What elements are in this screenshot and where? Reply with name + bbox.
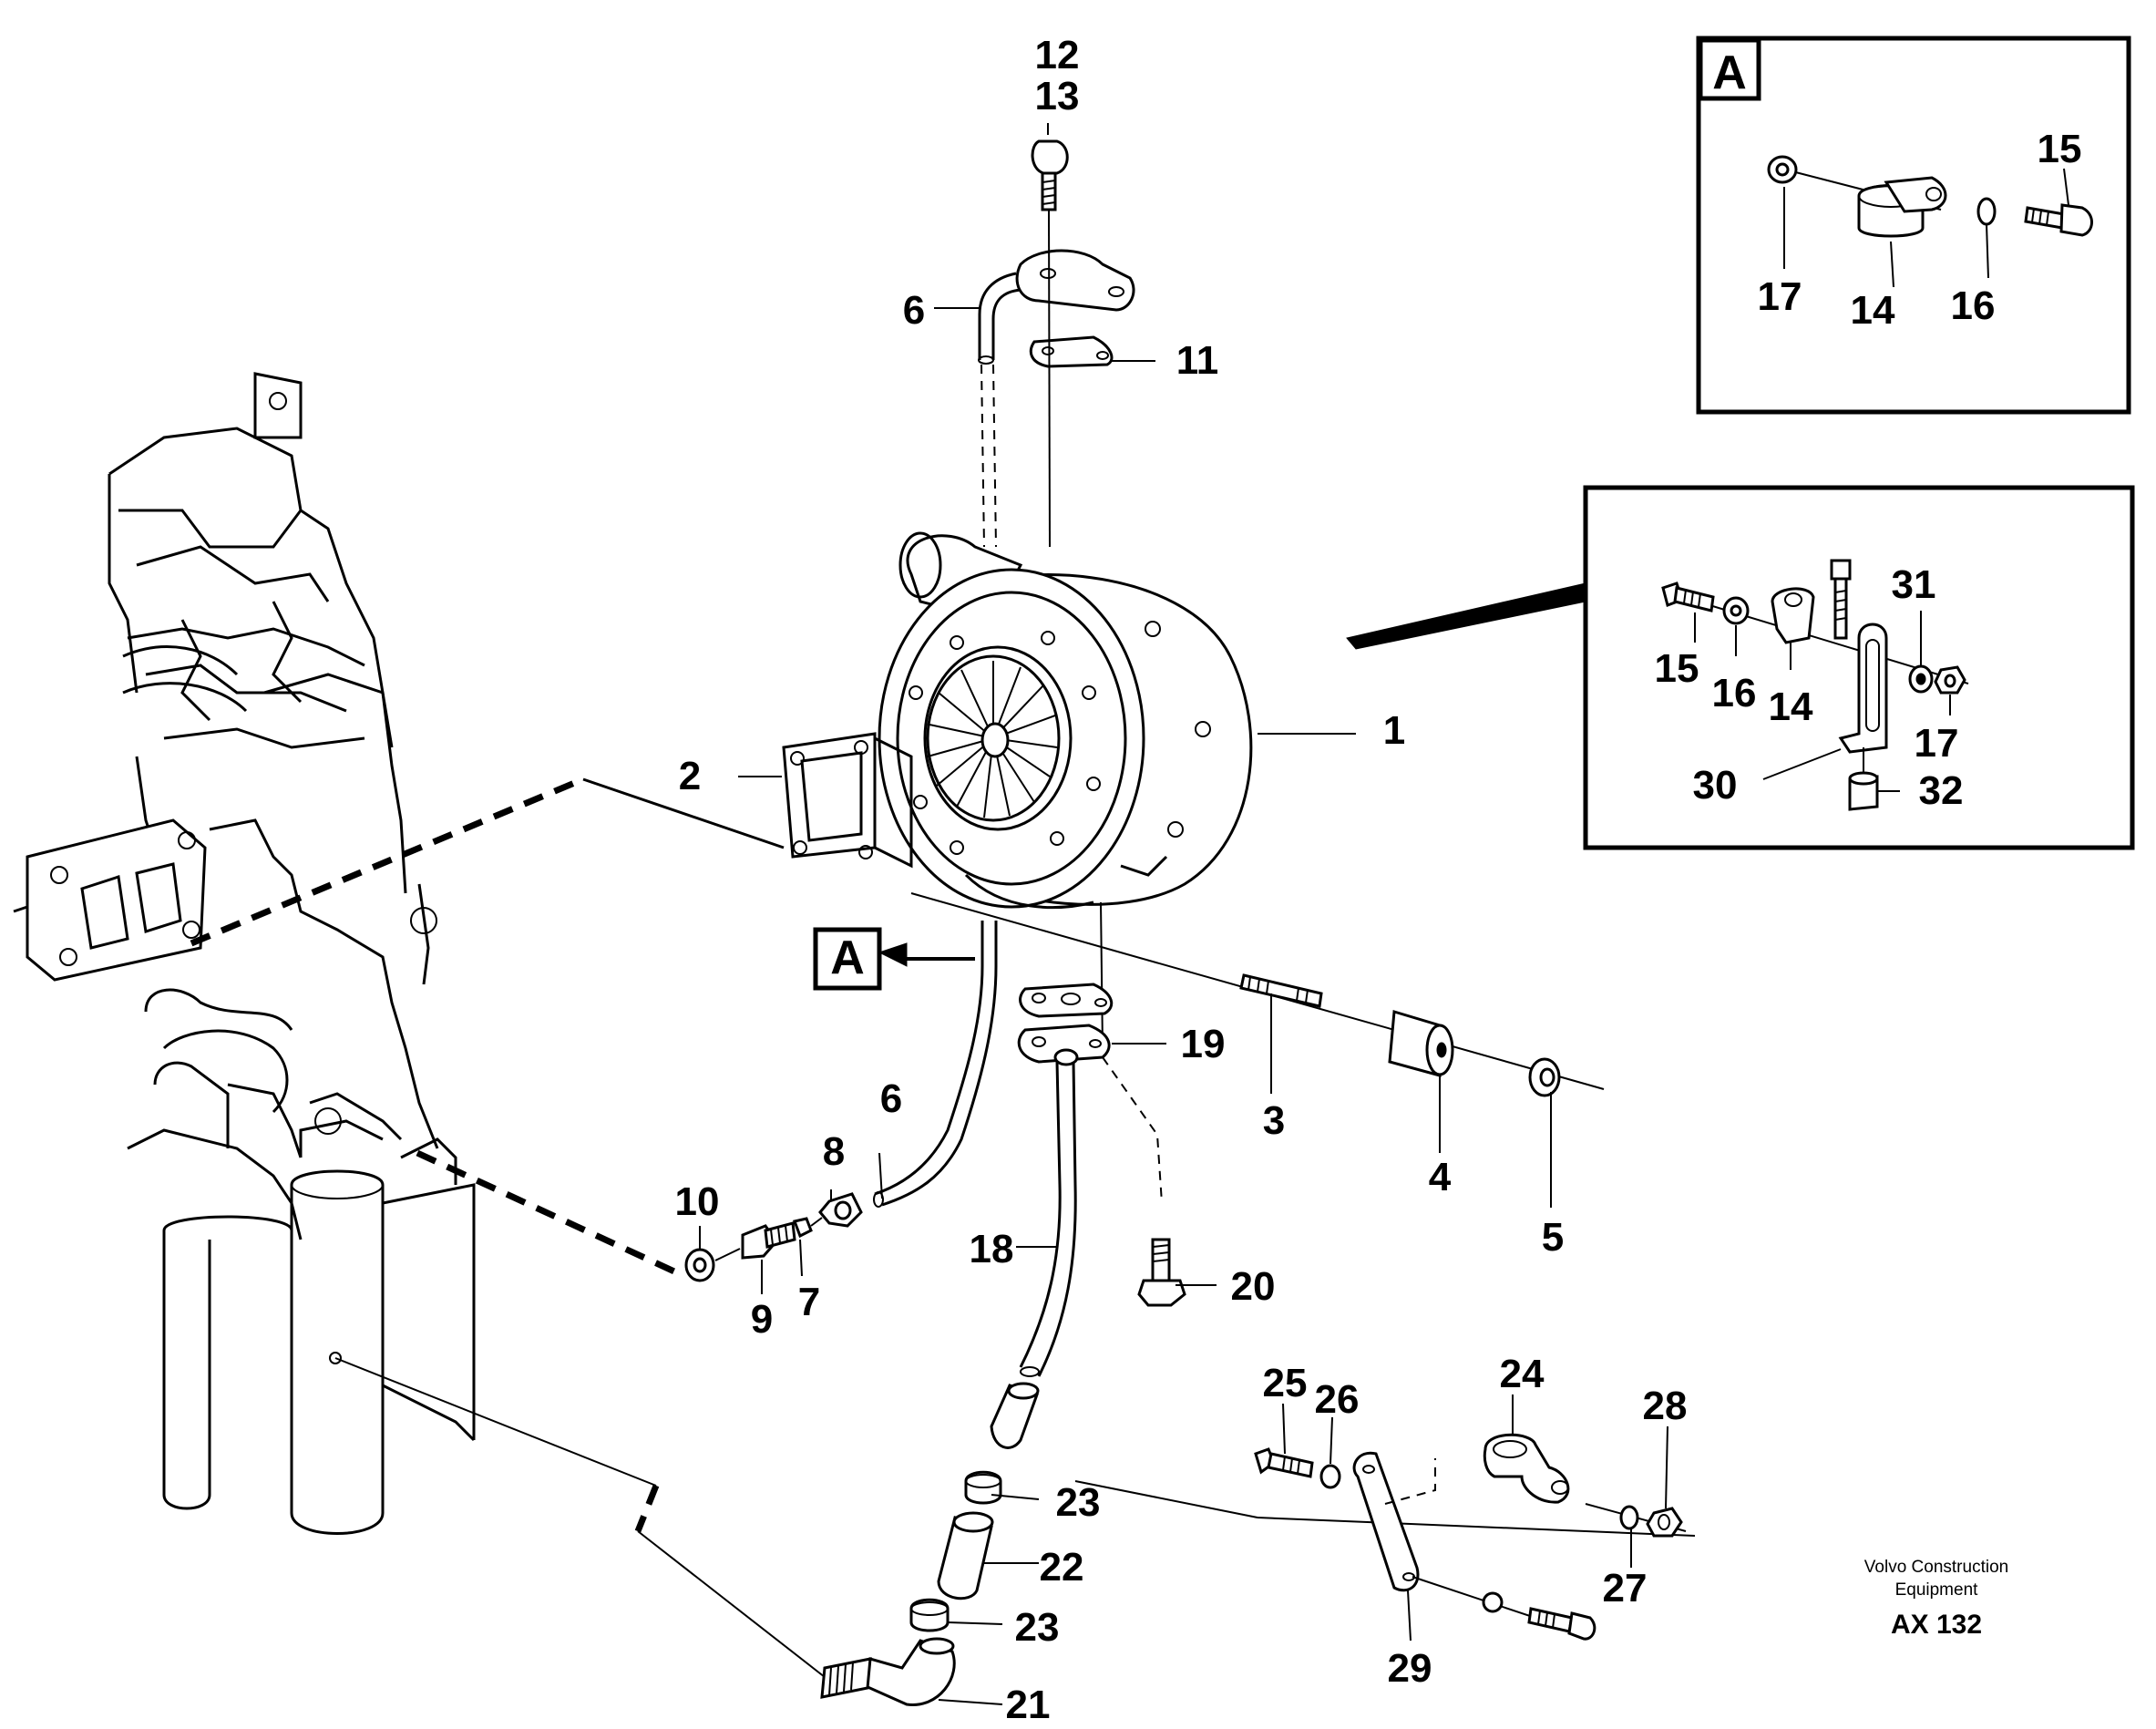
callout-labels: 1 2 3 4 5 6 6 7 8 9 10 11 12 13 18 19 20… (675, 33, 1688, 1727)
callout-6-lower: 6 (880, 1076, 902, 1121)
engine-block-drawing (13, 372, 476, 1535)
oil-pipe-upper (978, 139, 1135, 548)
callout-23-lower: 23 (1015, 1605, 1060, 1650)
inset-b-callout-31: 31 (1892, 562, 1936, 607)
inset-a-callout-17: 17 (1758, 274, 1802, 319)
callout-24: 24 (1500, 1352, 1545, 1396)
inset-b-callout-32: 32 (1919, 768, 1964, 813)
callout-28: 28 (1643, 1384, 1688, 1428)
callout-10: 10 (675, 1179, 720, 1224)
callout-21: 21 (1006, 1683, 1051, 1727)
inset-a-callout-15: 15 (2038, 127, 2082, 171)
turbocharger-drawing (782, 531, 1253, 910)
oil-return-line (334, 901, 1186, 1706)
bracket-assembly-drawing (1074, 1433, 1696, 1641)
callout-27: 27 (1603, 1566, 1648, 1611)
callout-22: 22 (1040, 1545, 1084, 1590)
credit-line-2: Equipment (1895, 1580, 1979, 1600)
inset-b-frame (1346, 485, 2135, 850)
callout-1: 1 (1383, 708, 1405, 753)
inset-b-callout-14: 14 (1769, 684, 1813, 729)
inset-a-labels: A 15 17 14 16 (1712, 46, 2081, 333)
leader-lines (699, 123, 1668, 1705)
callout-2: 2 (679, 754, 701, 798)
inset-b-labels: 31 15 16 14 17 30 32 (1655, 562, 1964, 813)
callout-25: 25 (1263, 1361, 1308, 1405)
inset-b-callout-30: 30 (1693, 763, 1738, 808)
inset-b-callout-16: 16 (1712, 671, 1757, 715)
callout-6-upper: 6 (903, 288, 925, 333)
callout-23-upper: 23 (1056, 1480, 1101, 1525)
inset-a-callout-14: 14 (1851, 288, 1895, 333)
callout-4: 4 (1429, 1155, 1452, 1199)
drawing-code: AX 132 (1891, 1610, 1982, 1640)
inset-a-frame (1696, 36, 2131, 415)
callout-12: 12 (1035, 33, 1080, 77)
view-marker-a: A (813, 927, 975, 991)
callout-26: 26 (1315, 1377, 1360, 1422)
inset-a-tag: A (1712, 46, 1747, 99)
callout-7: 7 (798, 1280, 820, 1324)
callout-19: 19 (1181, 1022, 1226, 1066)
inset-a-callout-16: 16 (1951, 283, 1996, 328)
exhaust-axis-line (190, 776, 1605, 1097)
callout-3: 3 (1263, 1098, 1285, 1143)
credit-line-1: Volvo Construction (1864, 1558, 2008, 1577)
oil-feed-line (416, 921, 998, 1282)
callout-8: 8 (823, 1129, 845, 1174)
callout-18: 18 (970, 1227, 1014, 1271)
callout-20: 20 (1231, 1264, 1276, 1309)
callout-11: 11 (1176, 338, 1219, 383)
credit-block: Volvo Construction Equipment AX 132 (1864, 1558, 2008, 1640)
callout-13: 13 (1035, 74, 1080, 118)
view-marker-label: A (830, 931, 865, 984)
inset-b-callout-15: 15 (1655, 646, 1699, 691)
callout-29: 29 (1388, 1646, 1432, 1691)
callout-5: 5 (1542, 1215, 1564, 1260)
inset-b-callout-17: 17 (1915, 721, 1959, 766)
callout-9: 9 (751, 1297, 773, 1342)
